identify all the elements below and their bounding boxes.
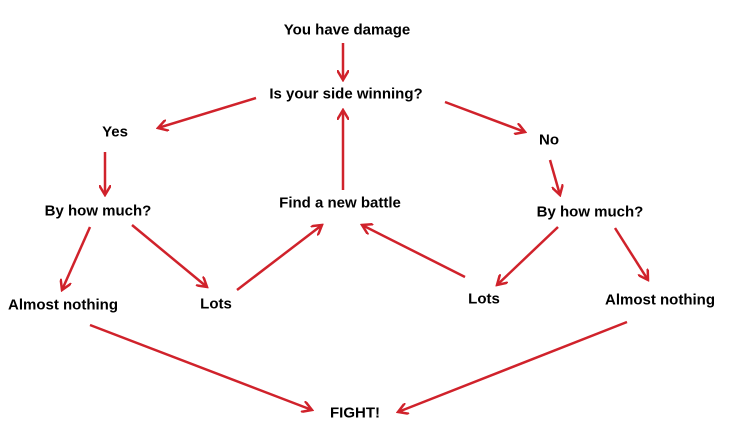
node-yes-how-much: By how much? — [44, 202, 152, 220]
node-start: You have damage — [283, 21, 411, 39]
node-new-battle: Find a new battle — [279, 194, 401, 212]
node-yes-almost-nothing: Almost nothing — [8, 296, 118, 314]
node-yes-lots: Lots — [200, 295, 232, 313]
arrow-no-how-much-to-almost-nothing — [613, 227, 648, 280]
arrow-question-to-no — [444, 100, 525, 132]
node-question: Is your side winning? — [269, 85, 423, 103]
node-fight: FIGHT! — [330, 404, 380, 422]
arrow-question-to-yes — [158, 96, 257, 128]
node-no-lots: Lots — [468, 290, 500, 308]
node-yes: Yes — [102, 123, 128, 141]
arrow-yes-lots-to-new-battle — [236, 225, 322, 291]
arrow-yes-how-much-to-almost-nothing — [62, 226, 92, 290]
arrow-no-to-how-much — [548, 159, 560, 195]
arrow-yes-almost-nothing-to-fight — [89, 323, 312, 410]
node-no-almost-nothing: Almost nothing — [605, 291, 715, 309]
arrow-no-how-much-to-lots — [497, 226, 559, 285]
node-no: No — [539, 131, 559, 149]
arrow-yes-how-much-to-lots — [131, 224, 207, 287]
arrow-no-almost-nothing-to-fight — [398, 320, 628, 412]
arrow-no-lots-to-new-battle — [362, 225, 466, 279]
node-no-how-much: By how much? — [536, 203, 644, 221]
